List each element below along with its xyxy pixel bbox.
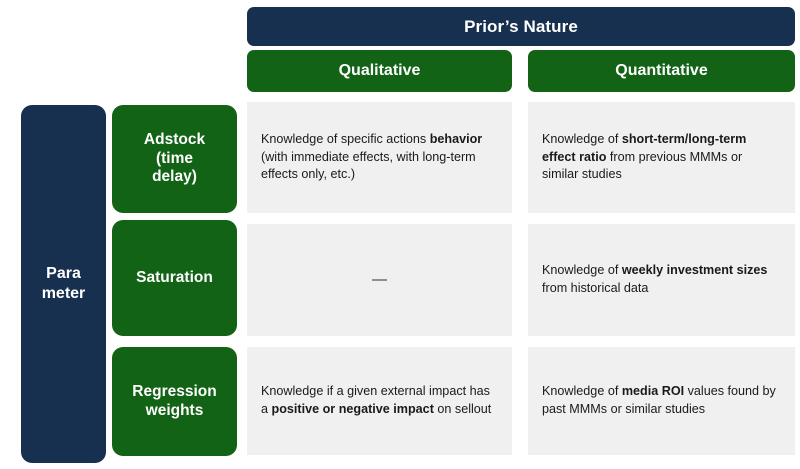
parameter-rail-label: Para meter — [21, 105, 106, 463]
row-label-adstock: Adstock (time delay) — [112, 105, 237, 213]
column-header-quantitative: Quantitative — [528, 50, 795, 92]
row-label-regression-weights: Regression weights — [112, 347, 237, 456]
cell-text: — — [372, 271, 387, 289]
cell-saturation-qualitative: — — [247, 224, 512, 336]
cell-adstock-quantitative: Knowledge of short-term/long-term effect… — [528, 102, 795, 213]
cell-saturation-quantitative: Knowledge of weekly investment sizes fro… — [528, 224, 795, 336]
cell-regression-weights-qualitative: Knowledge if a given external impact has… — [247, 347, 512, 455]
cell-text: Knowledge of short-term/long-term effect… — [542, 131, 747, 182]
cell-text: Knowledge of weekly investment sizes fro… — [542, 263, 768, 295]
cell-text: Knowledge of media ROI values found by p… — [542, 384, 776, 416]
cell-adstock-qualitative: Knowledge of specific actions behavior (… — [247, 102, 512, 213]
column-header-qualitative: Qualitative — [247, 50, 512, 92]
row-label-saturation: Saturation — [112, 220, 237, 336]
cell-text: Knowledge of specific actions behavior (… — [261, 131, 483, 182]
cell-regression-weights-quantitative: Knowledge of media ROI values found by p… — [528, 347, 795, 455]
cell-text: Knowledge if a given external impact has… — [261, 384, 492, 416]
prior-nature-header: Prior’s Nature — [247, 7, 795, 46]
